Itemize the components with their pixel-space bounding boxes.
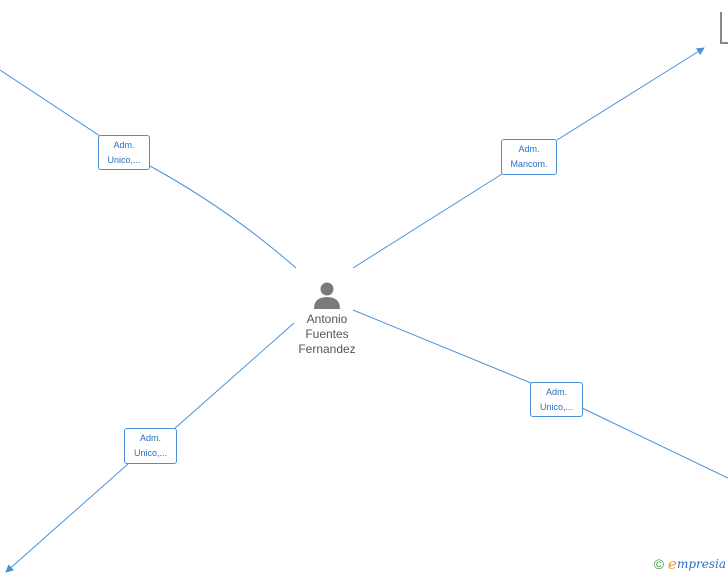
edge-line-top-left — [0, 69, 297, 269]
person-icon — [314, 282, 340, 309]
edge-line-top-right-upper — [556, 47, 705, 141]
person-name-line: Fernandez — [298, 342, 356, 356]
edge-label-bottom-left[interactable]: Adm. Unico,... — [124, 428, 177, 464]
edge-label-line: Adm. — [518, 144, 540, 154]
edge-line-bottom-left-upper — [172, 322, 295, 431]
edge-line-bottom-left-lower — [5, 463, 129, 573]
copyright-symbol: © — [653, 556, 665, 572]
edge-label-bottom-right[interactable]: Adm. Unico,... — [530, 382, 583, 417]
edge-label-top-right[interactable]: Adm. Mancom. — [501, 139, 557, 175]
brand-name: mpresia — [676, 557, 726, 571]
edge-label-line: Unico,... — [133, 448, 167, 458]
center-person-node[interactable]: Antonio Fuentes Fernandez — [288, 280, 366, 357]
edge-label-line: Adm. — [545, 387, 567, 397]
edge-label-line: Adm. — [113, 140, 135, 150]
edge-label-line: Adm. — [139, 433, 161, 443]
edge-label-line: Unico,... — [107, 155, 141, 165]
offscreen-node-marker — [720, 12, 728, 44]
brand-footer: © e mpresia — [654, 555, 726, 573]
person-name-line: Fuentes — [305, 327, 349, 341]
brand-logo-initial: e — [668, 555, 677, 573]
edge-label-top-left[interactable]: Adm. Unico,... — [98, 135, 150, 170]
edge-label-line: Mancom. — [510, 159, 548, 169]
edge-label-line: Unico,... — [539, 402, 573, 412]
edge-line-bottom-right — [352, 309, 728, 479]
person-name-line: Antonio — [306, 312, 348, 326]
edge-line-top-right-lower — [352, 173, 503, 269]
